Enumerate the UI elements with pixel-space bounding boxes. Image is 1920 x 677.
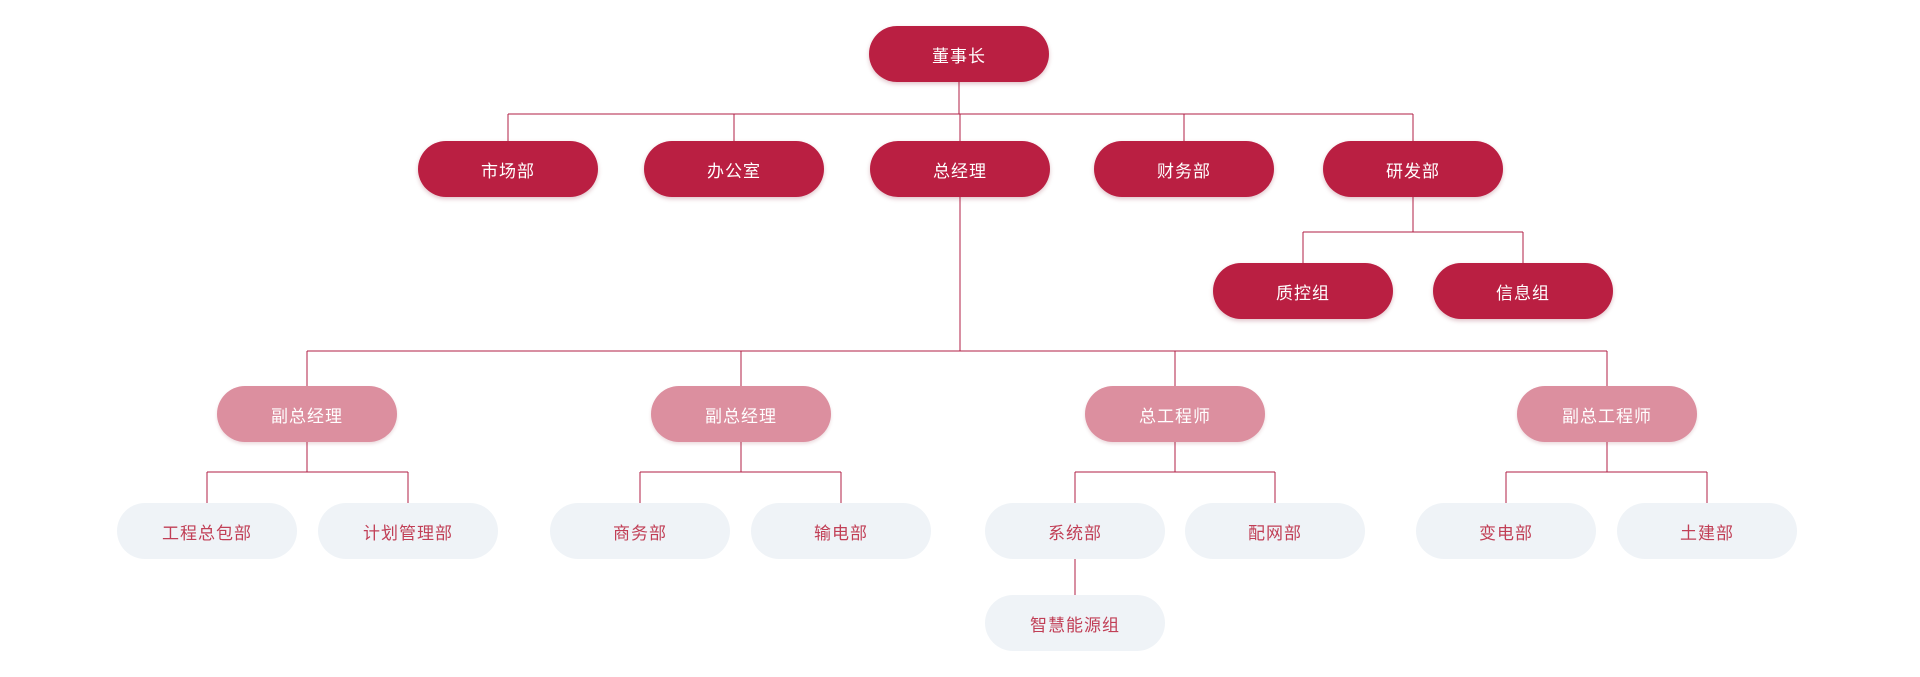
org-node-label: 办公室 xyxy=(707,161,761,181)
org-node-distribution-dept[interactable]: 配网部 xyxy=(1185,503,1365,559)
org-node-office[interactable]: 办公室 xyxy=(644,141,824,197)
org-node-epc-dept[interactable]: 工程总包部 xyxy=(117,503,297,559)
org-node-chairman[interactable]: 董事长 xyxy=(869,26,1049,82)
org-node-label: 计划管理部 xyxy=(363,523,453,543)
org-node-label: 土建部 xyxy=(1680,523,1734,543)
org-node-information-group[interactable]: 信息组 xyxy=(1433,263,1613,319)
org-node-deputy-gm-2[interactable]: 副总经理 xyxy=(651,386,831,442)
org-node-label: 商务部 xyxy=(613,523,667,543)
org-node-label: 变电部 xyxy=(1479,523,1533,543)
org-node-label: 智慧能源组 xyxy=(1030,615,1120,635)
org-node-system-dept[interactable]: 系统部 xyxy=(985,503,1165,559)
org-node-deputy-gm-1[interactable]: 副总经理 xyxy=(217,386,397,442)
org-node-label: 系统部 xyxy=(1048,523,1102,543)
org-node-label: 输电部 xyxy=(814,523,868,543)
org-node-rnd-dept[interactable]: 研发部 xyxy=(1323,141,1503,197)
org-node-marketing-dept[interactable]: 市场部 xyxy=(418,141,598,197)
org-node-quality-control-group[interactable]: 质控组 xyxy=(1213,263,1393,319)
org-node-label: 副总经理 xyxy=(705,406,777,426)
org-node-finance-dept[interactable]: 财务部 xyxy=(1094,141,1274,197)
org-node-label: 配网部 xyxy=(1248,523,1302,543)
org-node-deputy-chief-engineer[interactable]: 副总工程师 xyxy=(1517,386,1697,442)
org-node-label: 市场部 xyxy=(481,161,535,181)
org-node-general-manager[interactable]: 总经理 xyxy=(870,141,1050,197)
org-node-label: 董事长 xyxy=(932,46,986,66)
org-node-label: 财务部 xyxy=(1157,161,1211,181)
org-node-label: 质控组 xyxy=(1276,283,1330,303)
org-node-smart-energy-group[interactable]: 智慧能源组 xyxy=(985,595,1165,651)
org-node-substation-dept[interactable]: 变电部 xyxy=(1416,503,1596,559)
org-node-planning-dept[interactable]: 计划管理部 xyxy=(318,503,498,559)
org-node-chief-engineer[interactable]: 总工程师 xyxy=(1085,386,1265,442)
org-node-commerce-dept[interactable]: 商务部 xyxy=(550,503,730,559)
org-node-label: 总工程师 xyxy=(1139,406,1211,426)
org-node-label: 副总工程师 xyxy=(1562,406,1652,426)
org-node-label: 总经理 xyxy=(933,161,987,181)
org-node-label: 副总经理 xyxy=(271,406,343,426)
org-node-transmission-dept[interactable]: 输电部 xyxy=(751,503,931,559)
org-node-label: 信息组 xyxy=(1496,283,1550,303)
org-node-civil-dept[interactable]: 土建部 xyxy=(1617,503,1797,559)
org-node-label: 研发部 xyxy=(1386,161,1440,181)
org-node-label: 工程总包部 xyxy=(162,523,252,543)
